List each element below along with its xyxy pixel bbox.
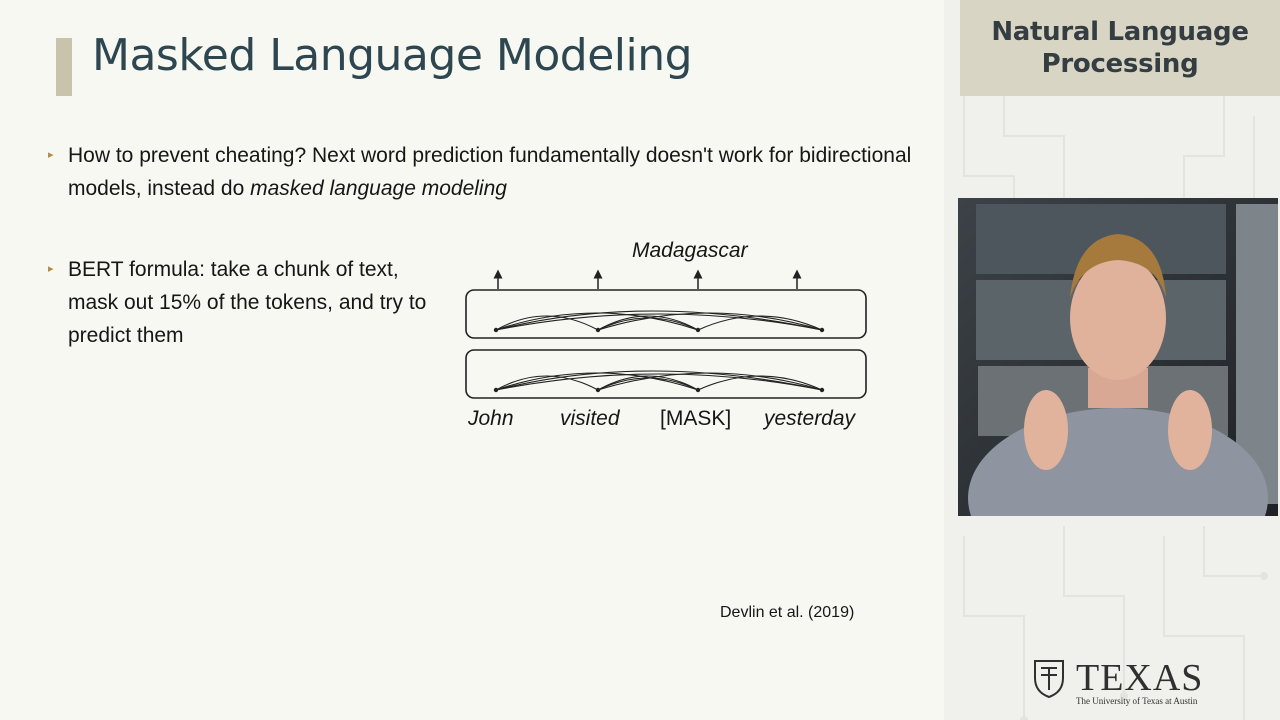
presenter-video-frame [958,198,1278,516]
course-title-line-2: Processing [1041,49,1199,79]
token-yesterday: yesterday [764,407,856,430]
diagram-svg [465,269,867,399]
bullet-marker-icon: ▸ [48,149,54,161]
title-accent-bar [56,38,72,96]
course-title-box: Natural Language Processing [960,0,1280,96]
bullet-1: ▸ How to prevent cheating? Next word pre… [48,139,928,205]
bullet-2-text: BERT formula: take a chunk of text, mask… [68,258,427,347]
presenter-video [958,198,1278,516]
bullet-2: ▸ BERT formula: take a chunk of text, ma… [48,253,448,352]
citation: Devlin et al. (2019) [720,604,855,621]
token-visited: visited [560,407,620,430]
transformer-layer-top [465,289,867,339]
course-title: Natural Language Processing [960,16,1280,80]
transformer-layer-bottom [465,349,867,399]
ut-seal-icon [1034,660,1064,698]
bullet-1-emphasis: masked language modeling [250,177,507,200]
bullet-marker-icon: ▸ [48,263,54,275]
course-title-line-1: Natural Language [991,17,1249,47]
ut-texas-logo: TEXAS The University of Texas at Austin [1032,656,1222,712]
token-mask: [MASK] [660,407,732,430]
bert-diagram: Madagascar [460,236,880,436]
diagram-output-word: Madagascar [632,239,748,262]
token-john: John [468,407,514,430]
bullet-1-text: How to prevent cheating? Next word predi… [68,144,912,200]
logo-subtext: The University of Texas at Austin [1076,696,1198,706]
logo-wordmark: TEXAS [1076,657,1204,699]
slide-title: Masked Language Modeling [92,30,693,81]
slide-canvas: Masked Language Modeling ▸ How to preven… [48,30,928,621]
